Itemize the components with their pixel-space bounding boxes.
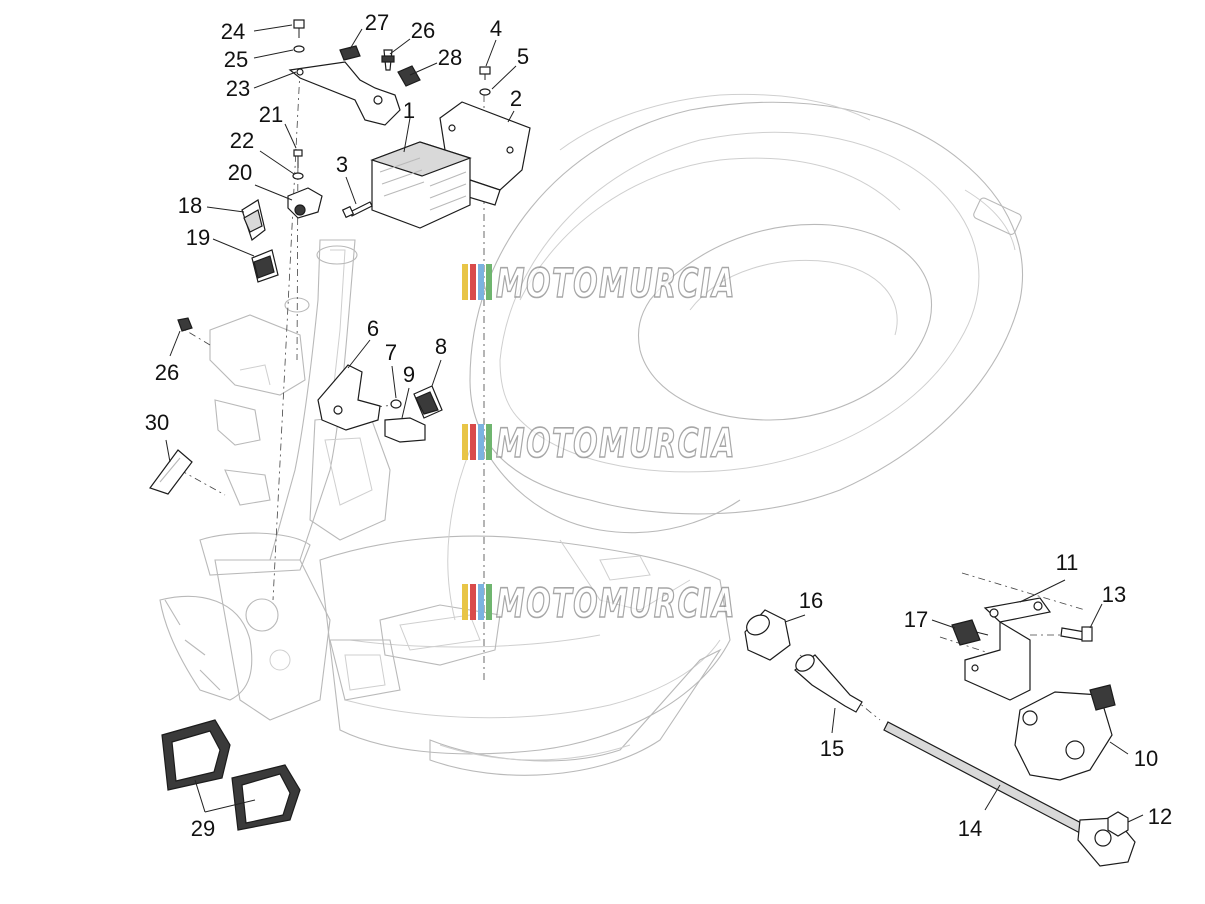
part-10-housing: [1014, 684, 1116, 781]
part-11-plate: [964, 597, 1052, 701]
callout-1: 1: [403, 98, 415, 123]
callout-14: 14: [958, 816, 982, 841]
part-9-connector: [384, 417, 426, 443]
part-26-screw-left: [177, 317, 193, 332]
callout-25: 25: [224, 47, 248, 72]
part-15-pin: [794, 654, 863, 713]
part-22-washer: [292, 172, 304, 180]
part-5-washer: [479, 88, 491, 96]
watermark-stripe: [470, 264, 476, 300]
watermark-stripe: [462, 584, 468, 620]
callout-28: 28: [438, 45, 462, 70]
callout-4: 4: [490, 16, 502, 41]
callout-6: 6: [367, 316, 379, 341]
callout-21: 21: [259, 102, 283, 127]
watermark-stripe: [462, 424, 468, 460]
callout-9: 9: [403, 362, 415, 387]
part-28-nut: [397, 65, 421, 87]
callout-18: 18: [178, 193, 202, 218]
part-26-screw-top: [381, 49, 395, 71]
part-24-bolt: [293, 19, 305, 38]
callout-17: 17: [904, 607, 928, 632]
callout-23: 23: [226, 76, 250, 101]
callout-26-left: 26: [155, 360, 179, 385]
callout-11: 11: [1056, 550, 1079, 575]
watermark-text: MOTOMURCIA: [496, 581, 736, 627]
part-13-bolt: [1060, 626, 1093, 642]
part-20-clamp: [287, 187, 323, 219]
watermark-stripe: [478, 584, 484, 620]
part-7-washer: [390, 399, 402, 409]
callout-5: 5: [517, 44, 529, 69]
callout-7: 7: [385, 340, 397, 365]
callout-3: 3: [336, 152, 348, 177]
watermark-stripe: [486, 424, 492, 460]
watermark-stripe: [486, 584, 492, 620]
callout-29: 29: [191, 816, 215, 841]
part-23-bracket: [288, 61, 401, 126]
watermark-1: MOTOMURCIA: [462, 260, 736, 308]
callout-8: 8: [435, 334, 447, 359]
callout-10: 10: [1134, 746, 1158, 771]
part-17-sensor: [951, 619, 989, 646]
part-1-voltage-regulator: [370, 141, 472, 229]
watermark-text: MOTOMURCIA: [496, 261, 736, 307]
part-6-bracket: [317, 364, 381, 431]
watermark-stripe: [462, 264, 468, 300]
watermark-stripe: [470, 424, 476, 460]
part-30-cover: [149, 449, 193, 495]
callout-13: 13: [1102, 582, 1126, 607]
part-19-rubber-block: [251, 249, 279, 283]
watermark-text: MOTOMURCIA: [496, 421, 736, 467]
part-3-bolt: [341, 201, 373, 219]
callout-27: 27: [365, 10, 389, 35]
part-29-rubber-pads: [161, 719, 301, 831]
callout-19: 19: [186, 225, 210, 250]
callout-12: 12: [1148, 804, 1172, 829]
callout-22: 22: [230, 128, 254, 153]
part-18-clip: [241, 199, 266, 241]
watermark-3: MOTOMURCIA: [462, 580, 736, 628]
callout-20: 20: [228, 160, 252, 185]
part-8-relay: [413, 385, 443, 419]
watermark-stripe: [478, 264, 484, 300]
callout-16: 16: [799, 588, 823, 613]
leader-lines: [165, 24, 1144, 823]
callout-30: 30: [145, 410, 169, 435]
callout-24: 24: [221, 19, 245, 44]
callout-26-top: 26: [411, 18, 435, 43]
watermark-stripe: [478, 424, 484, 460]
callout-2: 2: [510, 86, 522, 111]
callout-15: 15: [820, 736, 844, 761]
part-16-bushing: [744, 609, 791, 661]
watermark-stripe: [470, 584, 476, 620]
watermark-2: MOTOMURCIA: [462, 420, 736, 468]
part-21-screw: [293, 149, 303, 168]
part-12-nut: [1107, 811, 1129, 837]
watermark-stripe: [486, 264, 492, 300]
part-4-bolt: [479, 66, 491, 80]
callout-labels: 1 2 3 4 5 6 7 8 9 10 11 12 13 14 15 16 1…: [145, 10, 1172, 841]
part-25-washer: [293, 45, 305, 53]
